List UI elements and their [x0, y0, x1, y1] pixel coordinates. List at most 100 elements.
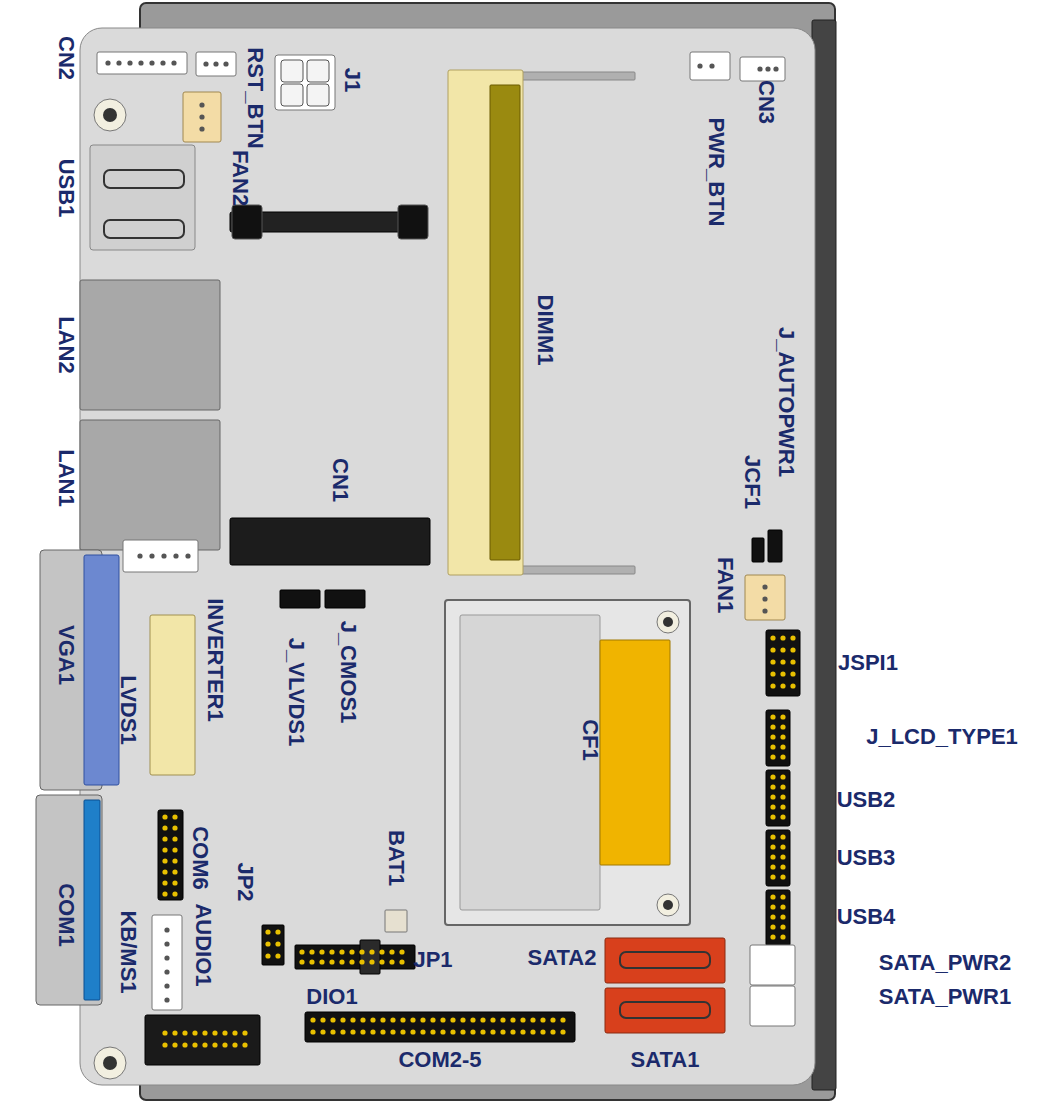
pin	[770, 854, 775, 859]
pin	[770, 784, 775, 789]
pin	[172, 825, 177, 830]
pin	[770, 924, 775, 929]
pin	[161, 553, 166, 558]
pin	[275, 929, 280, 934]
pin	[349, 949, 354, 954]
jumper	[262, 925, 284, 965]
pin	[222, 1030, 227, 1035]
pin	[460, 1029, 465, 1034]
fan-connector	[745, 575, 785, 620]
pin	[162, 1030, 167, 1035]
pin	[770, 724, 775, 729]
pin	[359, 949, 364, 954]
pin	[780, 924, 785, 929]
pin	[202, 1030, 207, 1035]
pin	[790, 659, 795, 664]
pin	[390, 1029, 395, 1034]
part-label: INVERTER1	[204, 598, 226, 721]
cf-bed	[460, 615, 600, 910]
pin	[350, 1017, 355, 1022]
lan-port	[80, 280, 220, 410]
pin	[389, 959, 394, 964]
pin	[762, 584, 767, 589]
pin	[173, 553, 178, 558]
sata-port	[605, 988, 725, 1033]
part-label: AUDIO1	[192, 903, 214, 986]
pin	[340, 1017, 345, 1022]
header	[766, 630, 800, 696]
pin	[172, 1030, 177, 1035]
part-label: LAN2	[55, 316, 77, 373]
part-label: COM2-5	[398, 1049, 481, 1071]
pin	[770, 744, 775, 749]
pin	[162, 858, 167, 863]
frame-bar	[812, 20, 836, 1090]
pin	[790, 683, 795, 688]
pin	[162, 825, 167, 830]
pin	[780, 659, 785, 664]
header	[766, 890, 790, 946]
pin	[780, 635, 785, 640]
pin	[223, 61, 228, 66]
part-label: FAN1	[714, 557, 736, 613]
pin	[232, 1030, 237, 1035]
pin	[299, 949, 304, 954]
pin	[330, 1029, 335, 1034]
pin	[770, 794, 775, 799]
pin	[460, 1017, 465, 1022]
pin	[319, 959, 324, 964]
part-label: VGA1	[55, 625, 77, 685]
cf-pins	[600, 640, 670, 865]
part-label: KB/MS1	[117, 910, 139, 993]
pin	[770, 635, 775, 640]
pin	[203, 61, 208, 66]
part-label: DIO1	[306, 986, 357, 1008]
pin	[500, 1029, 505, 1034]
pin	[420, 1029, 425, 1034]
pin	[339, 959, 344, 964]
pin	[164, 969, 169, 974]
lvds-connector	[150, 615, 195, 775]
pin	[400, 1017, 405, 1022]
pin	[780, 683, 785, 688]
pin	[490, 1017, 495, 1022]
sata-port	[605, 938, 725, 983]
mounting-hole	[657, 611, 679, 633]
slot-outline	[620, 952, 710, 968]
pin	[530, 1029, 535, 1034]
dimm-latch	[520, 566, 635, 574]
header	[158, 810, 183, 900]
pin	[780, 724, 785, 729]
pin	[299, 959, 304, 964]
part-label: J_VLVDS1	[285, 638, 307, 746]
pin	[164, 955, 169, 960]
pin	[380, 1017, 385, 1022]
part-label: USB3	[837, 847, 896, 869]
pin	[199, 114, 204, 119]
pin	[520, 1029, 525, 1034]
pin	[770, 864, 775, 869]
pin	[400, 1029, 405, 1034]
pin	[770, 714, 775, 719]
pin	[560, 1029, 565, 1034]
part-label: CF1	[579, 719, 601, 761]
pin	[410, 1017, 415, 1022]
pin	[420, 1017, 425, 1022]
pin	[329, 949, 334, 954]
pin	[540, 1029, 545, 1034]
pin	[430, 1029, 435, 1034]
pin	[399, 949, 404, 954]
pin	[780, 834, 785, 839]
pin	[780, 914, 785, 919]
pin	[770, 834, 775, 839]
pin	[265, 929, 270, 934]
connector	[690, 52, 730, 80]
part-label: SATA_PWR2	[879, 952, 1011, 974]
pin	[780, 864, 785, 869]
pin	[172, 880, 177, 885]
pin	[770, 874, 775, 879]
pin	[182, 1030, 187, 1035]
pin	[470, 1017, 475, 1022]
pin	[162, 814, 167, 819]
